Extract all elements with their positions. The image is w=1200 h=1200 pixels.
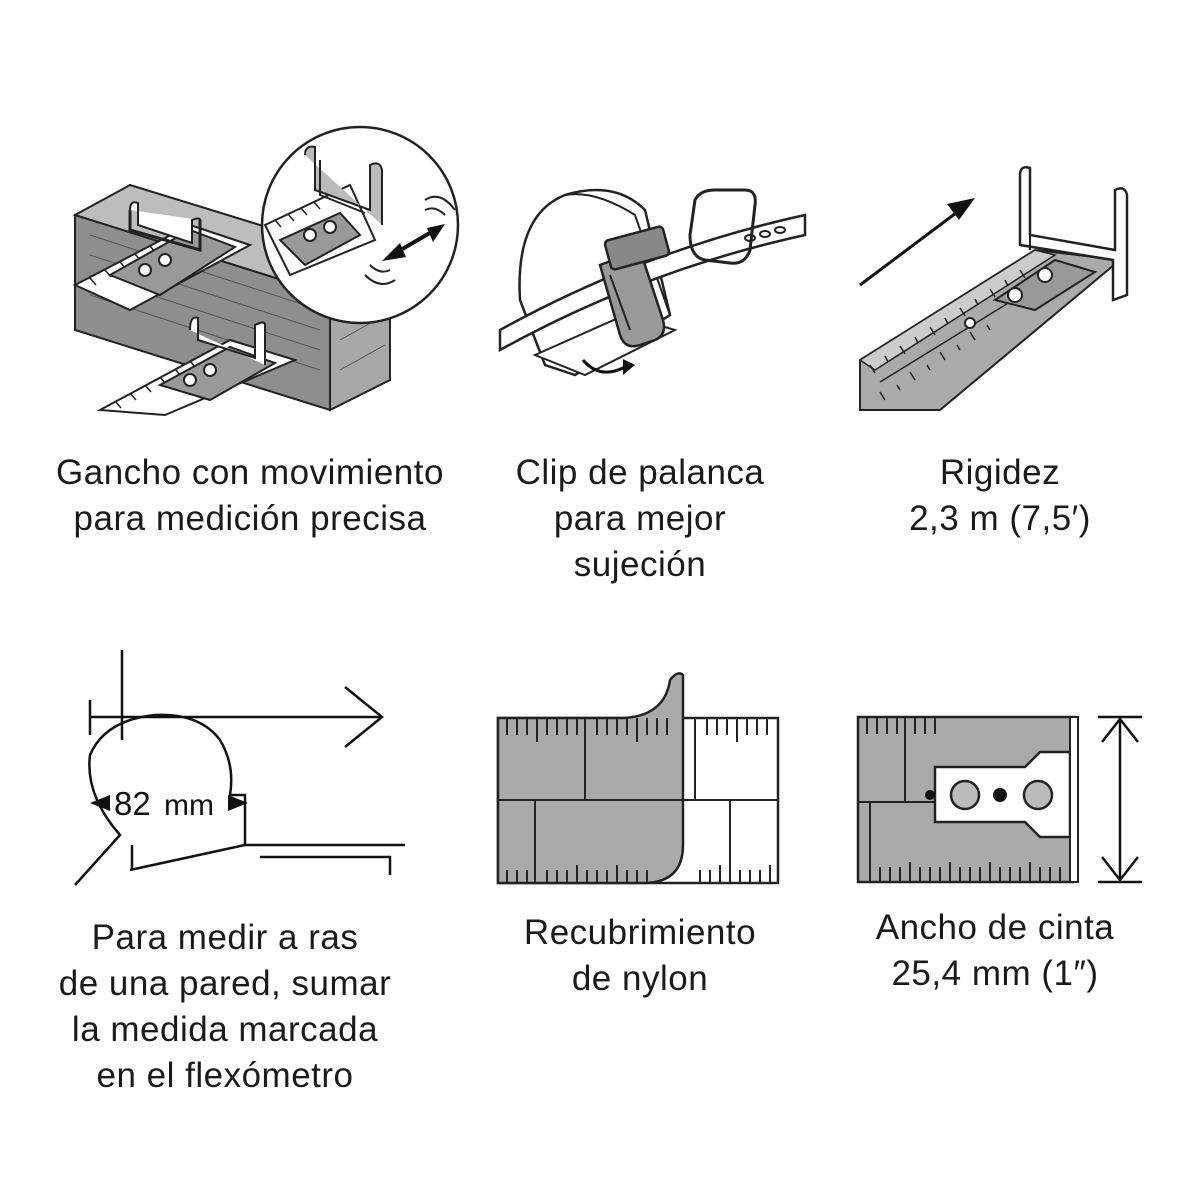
width-caption: Ancho de cinta 25,4 mm (1″) [845,905,1145,997]
caption-line: Rigidez [939,453,1061,492]
caption-line: Clip de palanca [515,453,765,492]
caption-line: para medición precisa [73,499,427,538]
hook-caption: Gancho con movimiento para medición prec… [40,450,460,542]
width-ticks [866,717,1061,882]
caption-line: la medida marcada [71,1010,379,1049]
sliding-hook-icon [72,125,460,417]
flush-caption: Para medir a ras de una pared, sumar la … [30,915,420,1099]
caption-line: Gancho con movimiento [56,453,444,492]
case-size-value: 82 [114,785,151,822]
nylon-coating-illustration [495,670,785,885]
caption-line: para mejor [553,499,727,538]
coating-caption: Recubrimiento de nylon [470,910,810,1002]
caption-line: de nylon [571,959,709,998]
caption-line: sujeción [573,545,707,584]
rigidity-caption: Rigidez 2,3 m (7,5′) [855,450,1145,542]
caption-line: 25,4 mm (1″) [891,954,1099,993]
caption-line: Recubrimiento [523,913,757,952]
case-size-unit: mm [164,789,214,822]
caption-line: Ancho de cinta [875,908,1115,947]
case-measure-icon: 82 mm [74,650,405,886]
belt-clip-illustration [495,155,815,395]
tape-standout-icon [858,166,1129,411]
tape-width-illustration [855,712,1145,887]
tape-ticks [869,269,1026,401]
case-measure-illustration: 82 mm [70,645,410,890]
clip-caption: Clip de palanca para mejor sujeción [470,450,810,588]
sliding-hook-illustration [70,125,470,417]
caption-line: de una pared, sumar [58,964,392,1003]
nylon-coating-icon [496,672,780,885]
caption-line: 2,3 m (7,5′) [909,499,1091,538]
caption-line: Para medir a ras [91,918,359,957]
tape-width-icon [856,715,1142,884]
tape-standout-illustration [855,160,1145,411]
caption-line: en el flexómetro [96,1056,354,1095]
belt-clip-icon [498,188,807,377]
coating-ticks [506,718,771,883]
